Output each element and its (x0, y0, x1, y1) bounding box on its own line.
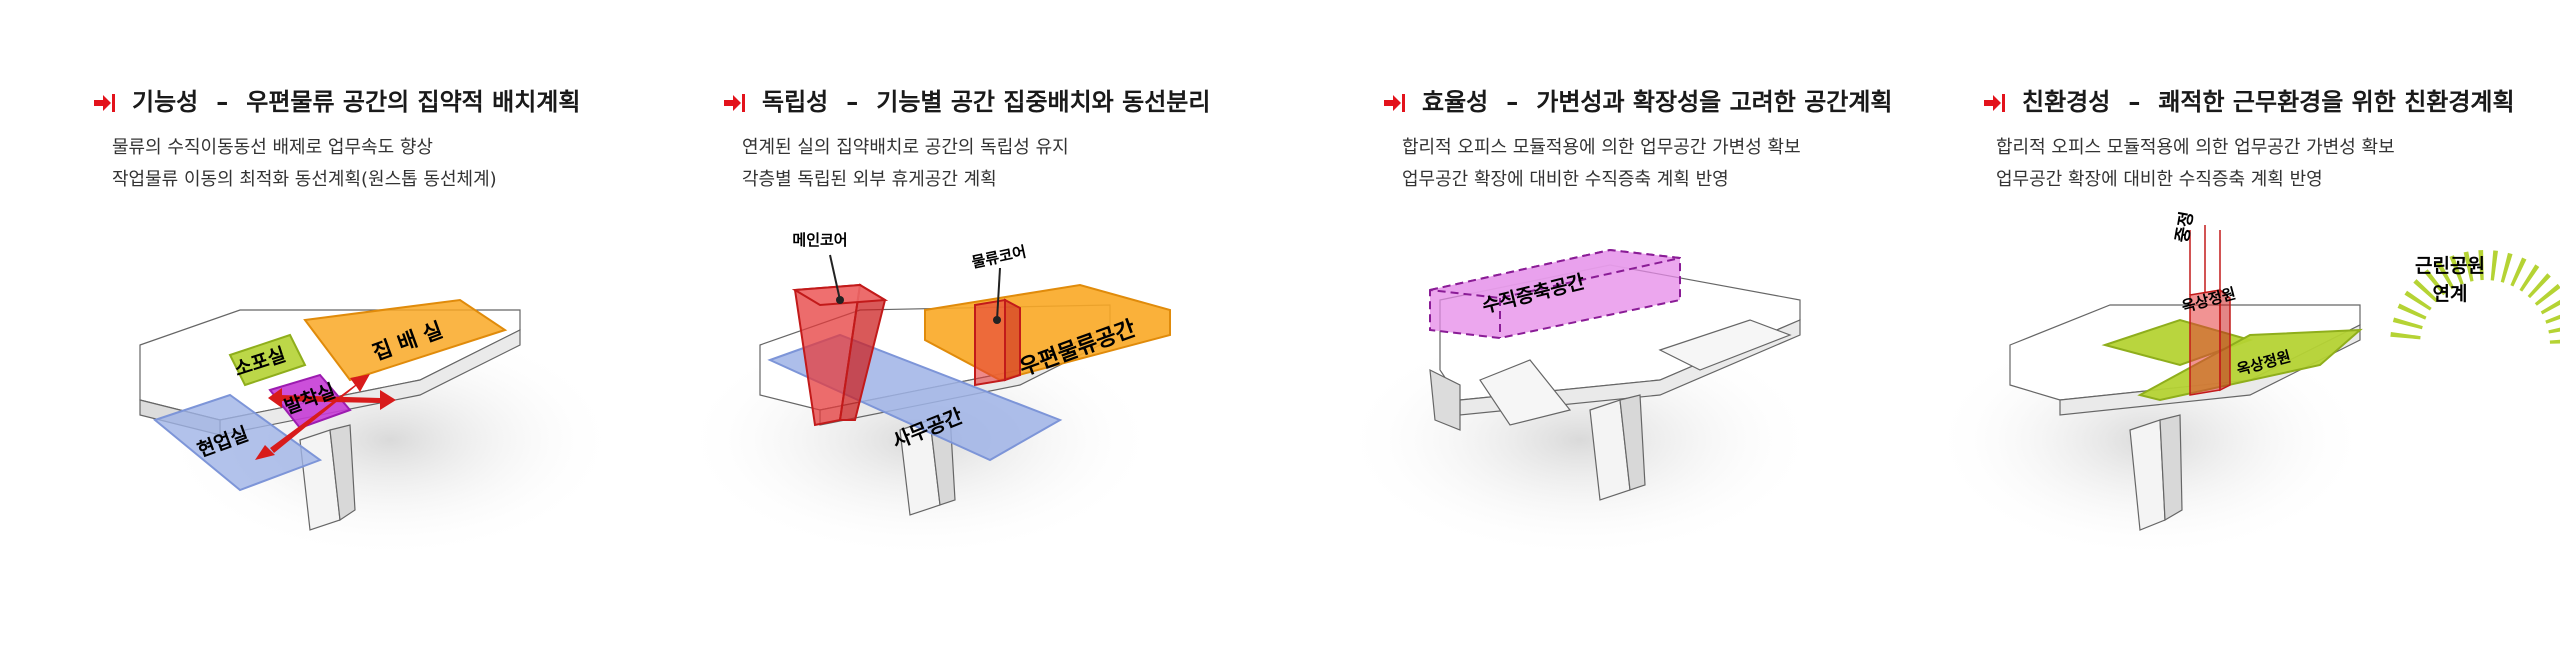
description-line: 합리적 오피스 모듈적용에 의한 업무공간 가변성 확보 (1402, 137, 1801, 158)
description-line: 업무공간 확장에 대비한 수직증축 계획 반영 (1996, 169, 2323, 190)
diagram-efficiency: 수직증축공간 (1340, 248, 1820, 560)
park-fan-stripe (2527, 273, 2551, 299)
park-fan-stripe (2423, 269, 2446, 296)
title-keyword: 기능성 (132, 88, 199, 116)
description-line: 작업물류 이동의 최적화 동선계획(원스톱 동선체계) (112, 169, 497, 190)
park-fan-stripe (2413, 279, 2439, 303)
panel-description: 연계된 실의 집약배치로 공간의 독립성 유지 각층별 독립된 외부 휴게공간 … (742, 132, 1069, 196)
description-line: 업무공간 확장에 대비한 수직증축 계획 반영 (1402, 169, 1729, 190)
park-label: 근린공원 (2415, 255, 2485, 277)
park-fan-stripe (2397, 303, 2427, 320)
zone-delivery (303, 298, 508, 382)
arrow-into-bar-icon (1984, 94, 2005, 112)
zone-production (152, 393, 323, 492)
park-fan-stripe (2478, 250, 2484, 281)
park-fan-stripe (2463, 251, 2474, 282)
title-subtitle: 기능별 공간 집중배치와 동선분리 (876, 88, 1211, 116)
diagram-independence: 메인코어 물류코어 우편물류공간 사무공간 (680, 231, 1171, 560)
panel-title: 기능성–우편물류 공간의 집약적 배치계획 (90, 82, 580, 117)
courtyard-label: 중정 (2173, 210, 2198, 244)
park-fan-stripe (2540, 299, 2560, 315)
park-fan-stripe (2548, 327, 2560, 334)
diagram-functionality: 소포실 집 배 실 발착실 현업실 (139, 298, 620, 560)
panel-title: 독립성–기능별 공간 집중배치와 동선분리 (720, 82, 1210, 117)
park-fan (2390, 250, 2560, 344)
panel-functionality: 기능성–우편물류 공간의 집약적 배치계획 물류의 수직이동동선 배제로 업무속… (0, 0, 640, 656)
courtyard-column (2189, 225, 2231, 396)
park-fan-stripe (2390, 332, 2421, 340)
park-fan-stripe (2549, 339, 2560, 344)
park-fan-stripe (2500, 252, 2513, 283)
core-label: 물류코어 (970, 243, 1028, 272)
title-keyword: 친환경성 (2022, 88, 2111, 116)
park-fan-stripe (2392, 317, 2423, 330)
title-subtitle: 우편물류 공간의 집약적 배치계획 (246, 88, 581, 116)
panel-independence: 독립성–기능별 공간 집중배치와 동선분리 연계된 실의 집약배치로 공간의 독… (640, 0, 1280, 656)
flow-arrows (255, 374, 396, 460)
zone-parcel (228, 333, 307, 387)
panel-title: 친환경성–쾌적한 근무환경을 위한 친환경계획 (1980, 82, 2515, 117)
core-label: 메인코어 (792, 231, 847, 249)
title-keyword: 효율성 (1422, 88, 1489, 116)
arrow-into-bar-icon (724, 94, 745, 112)
title-subtitle: 가변성과 확장성을 고려한 공간계획 (1536, 88, 1893, 116)
vertical-expansion-volume (1429, 248, 1681, 340)
description-line: 합리적 오피스 모듈적용에 의한 업무공간 가변성 확보 (1996, 137, 2395, 158)
park-fan-stripe (2404, 290, 2432, 311)
panel-efficiency: 효율성–가변성과 확장성을 고려한 공간계획 합리적 오피스 모듈적용에 의한 … (1280, 0, 1920, 656)
park-fan-stripe (2519, 264, 2540, 292)
park-fan-stripe (2545, 314, 2560, 324)
description-line: 연계된 실의 집약배치로 공간의 독립성 유지 (742, 137, 1069, 158)
arrow-into-bar-icon (94, 94, 115, 112)
title-subtitle: 쾌적한 근무환경을 위한 친환경계획 (2158, 88, 2515, 116)
park-fan-stripe (2510, 257, 2527, 287)
description-line: 각층별 독립된 외부 휴게공간 계획 (742, 169, 997, 190)
park-fan-stripe (2490, 250, 2498, 281)
main-core (791, 283, 889, 427)
park-fan-stripe (2436, 261, 2455, 290)
park-fan-stripe (2534, 283, 2560, 306)
panel-description: 합리적 오피스 모듈적용에 의한 업무공간 가변성 확보 업무공간 확장에 대비… (1996, 132, 2395, 196)
panel-description: 합리적 오피스 모듈적용에 의한 업무공간 가변성 확보 업무공간 확장에 대비… (1402, 132, 1801, 196)
panel-eco-friendliness: 친환경성–쾌적한 근무환경을 위한 친환경계획 합리적 오피스 모듈적용에 의한… (1920, 0, 2560, 656)
diagram-eco-friendliness: 중정 옥상정원 옥상정원 근린공원 연계 (1930, 210, 2560, 560)
park-fan-stripe (2449, 255, 2464, 285)
panel-description: 물류의 수직이동동선 배제로 업무속도 향상 작업물류 이동의 최적화 동선계획… (112, 132, 497, 196)
arrow-into-bar-icon (1384, 94, 1405, 112)
panel-title: 효율성–가변성과 확장성을 고려한 공간계획 (1380, 82, 1893, 117)
title-keyword: 독립성 (762, 88, 829, 116)
description-line: 물류의 수직이동동선 배제로 업무속도 향상 (112, 137, 433, 158)
park-link-label: 연계 (2433, 283, 2468, 305)
